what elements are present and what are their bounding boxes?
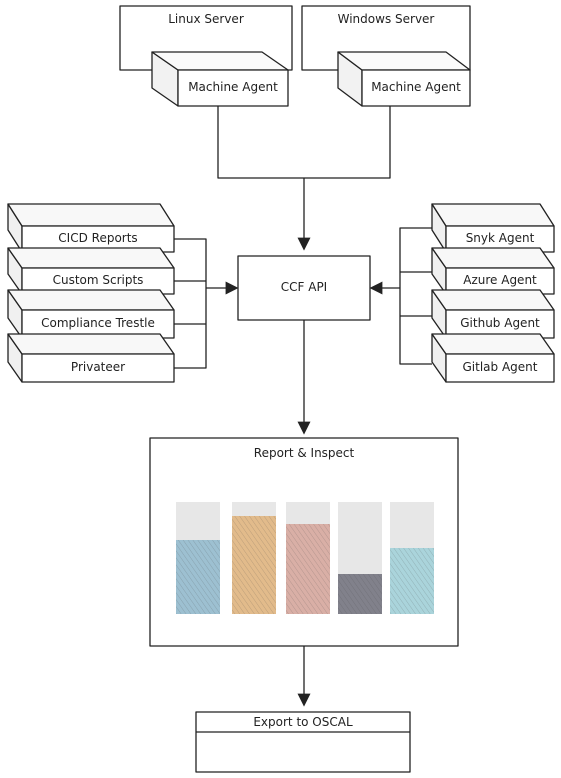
report-bar [176,502,220,614]
ccf-api-box [237,255,371,321]
report-bar [338,502,382,614]
left-source-label: Compliance Trestle [41,316,155,330]
report-bar [390,502,434,614]
export-box [195,711,411,773]
right-agent-label: Azure Agent [463,273,537,287]
ccf-api-label: CCF API [280,280,328,294]
right-connectors [369,227,432,365]
left-source-blocks [7,203,175,383]
right-agent-label: Github Agent [460,316,540,330]
left-source-label: CICD Reports [58,231,138,245]
report-bars [176,502,434,614]
windows-machine-agent-block [337,51,471,107]
linux-machine-agent-label: Machine Agent [188,80,278,94]
agents-connector [217,106,391,251]
left-connectors [174,238,239,369]
linux-machine-agent-block [151,51,289,107]
right-agent-label: Snyk Agent [465,231,535,245]
report-title: Report & Inspect [253,446,355,460]
right-agent-blocks [431,203,555,383]
report-bar [232,502,276,614]
report-bar [286,502,330,614]
left-source-label: Custom Scripts [52,273,144,287]
windows-server-title: Windows Server [337,12,435,26]
left-source-label: Privateer [70,360,126,374]
linux-server-title: Linux Server [168,12,244,26]
windows-machine-agent-label: Machine Agent [371,80,461,94]
export-label: Export to OSCAL [253,715,353,729]
right-agent-label: Gitlab Agent [462,360,538,374]
